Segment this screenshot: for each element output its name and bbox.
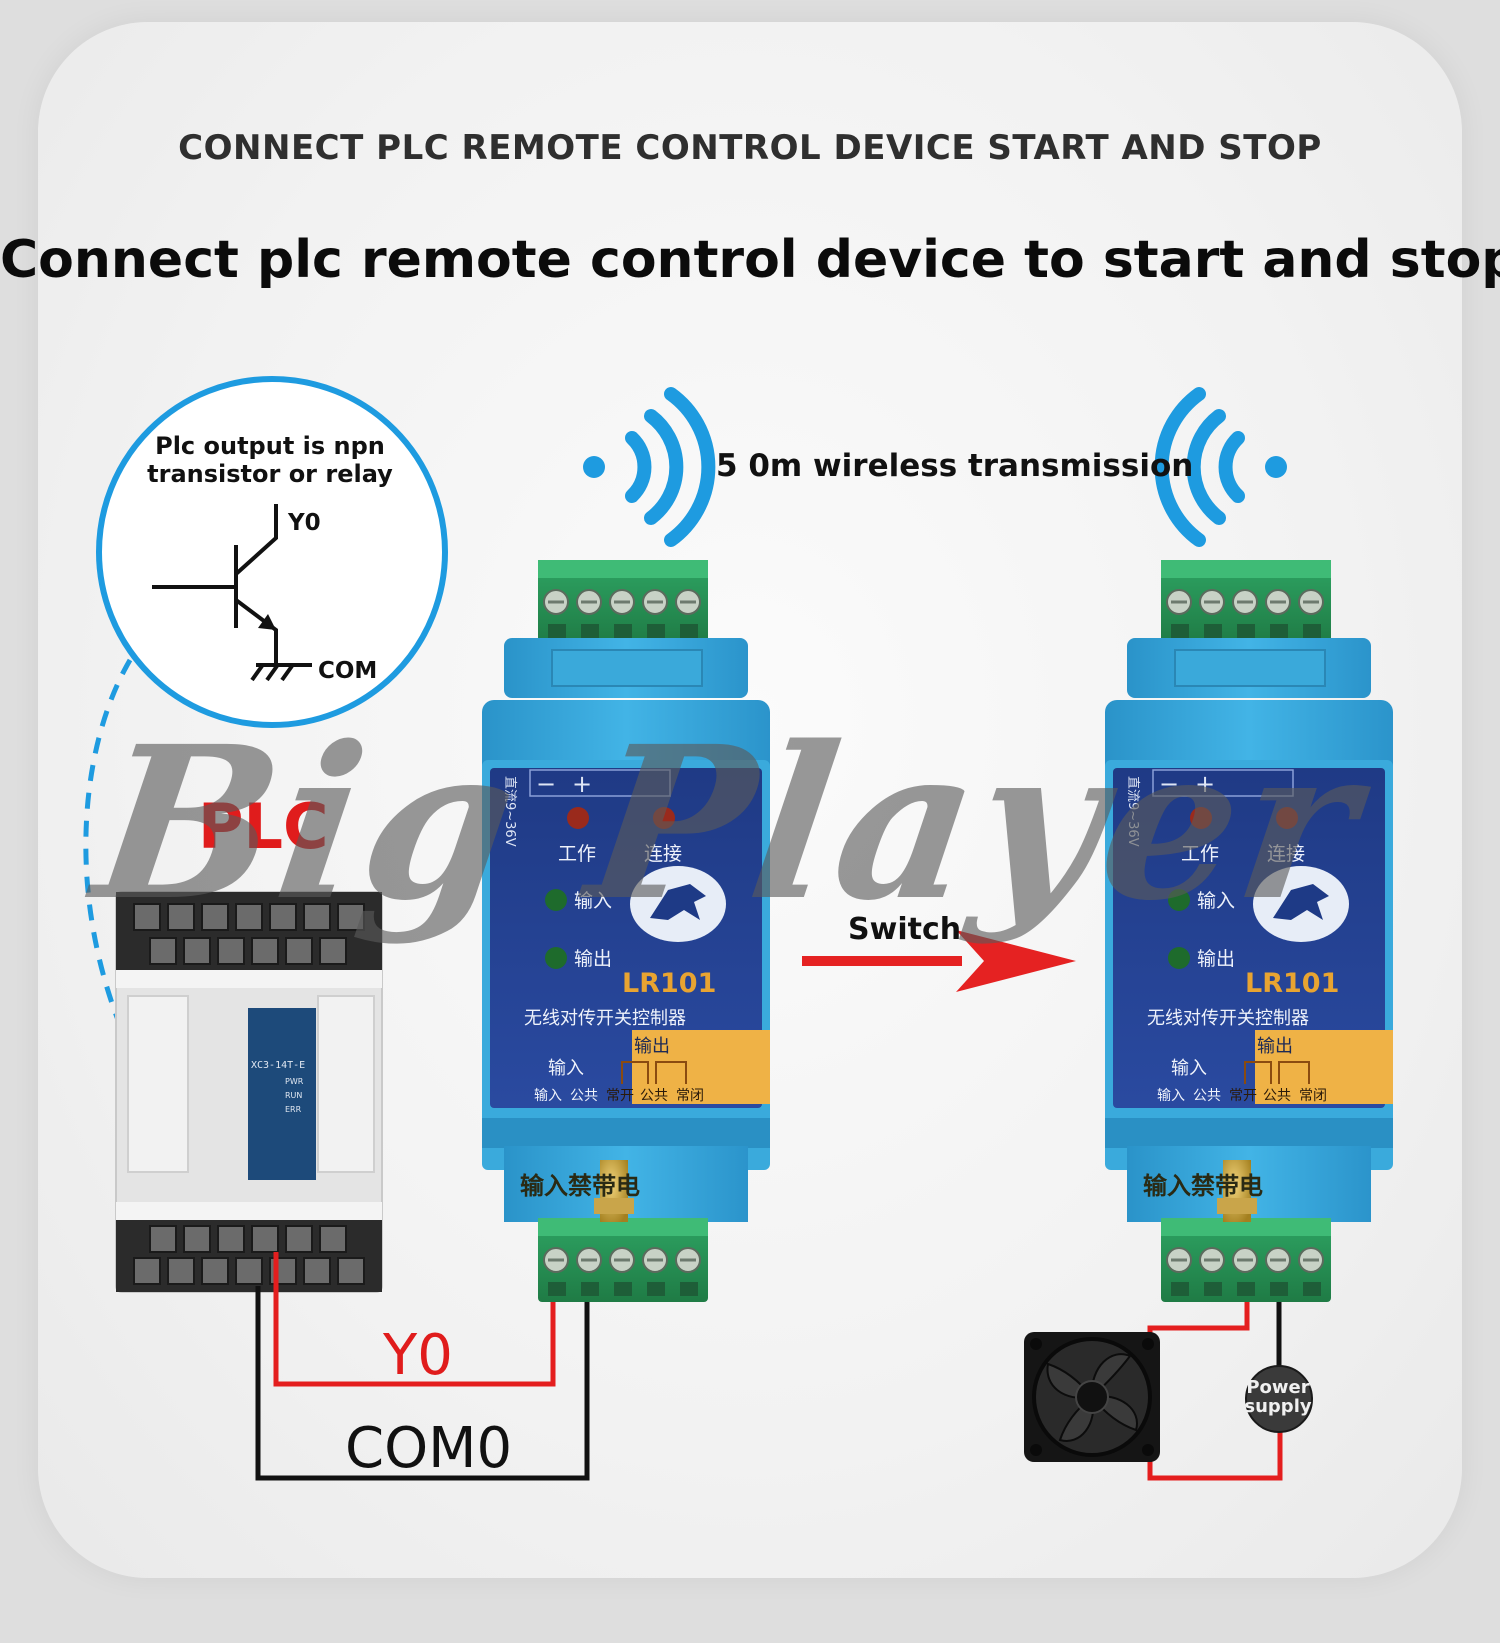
led-input-left [545,889,567,911]
fan-icon [1024,1332,1160,1462]
name-right: 无线对传开关控制器 [1147,1008,1309,1029]
label-link-left: 连接 [644,843,682,865]
section-output-right: 输出 [1257,1036,1293,1057]
module-right-minus: − [1159,770,1179,798]
plc-model-label: XC3-14T-E [251,1060,305,1071]
module-left-plus: + [572,770,592,798]
controller-module-left [482,558,770,1304]
label-output-right: 输出 [1197,948,1235,970]
wire-com0-black [255,1286,590,1481]
term-input-left: 输入 [534,1088,562,1104]
term-no-right: 常开 [1229,1088,1257,1104]
main-title: Connect plc remote control device to sta… [0,230,1500,290]
led-output-left [545,947,567,969]
plc-unit: XC3-14T-E PWR RUN ERR [115,891,383,1293]
power-supply-icon [1245,1365,1313,1433]
module-right-panel: − + 直流9~36V 工作 连接 输入 输出 LR101 无线对传开关控制器 … [1125,769,1349,1200]
term-common2-left: 公共 [640,1088,668,1104]
switch-label: Switch [848,912,962,947]
npn-com-label: COM [318,658,377,684]
module-right-plus: + [1195,770,1215,798]
plc-status-run: RUN [285,1091,302,1100]
module-left-power: 直流9~36V [502,776,517,847]
wifi-signal-left-icon [583,387,716,547]
label-output-left: 输出 [574,948,612,970]
label-link-right: 连接 [1267,843,1305,865]
y0-wire-label: Y0 [383,1323,453,1388]
wireless-label: 5 0m wireless transmission [716,448,1194,484]
plc-status-pwr: PWR [285,1077,304,1086]
section-output-left: 输出 [634,1036,670,1057]
switch-arrow-icon [802,930,1076,992]
npn-callout-circle [96,376,448,728]
module-left-minus: − [536,770,556,798]
term-no-left: 常开 [606,1088,634,1104]
term-input-right: 输入 [1157,1088,1185,1104]
plc-label: PLC [198,790,329,863]
warning-left: 输入禁带电 [520,1172,640,1200]
controller-module-right [1105,558,1393,1304]
npn-y0-label: Y0 [287,510,321,536]
label-input-right: 输入 [1197,890,1235,912]
wire-return-red [1147,1432,1283,1481]
caps-title: CONNECT PLC REMOTE CONTROL DEVICE START … [178,128,1322,168]
led-output-right [1168,947,1190,969]
led-work-left [567,807,589,829]
module-right-power: 直流9~36V [1125,776,1140,847]
warning-right: 输入禁带电 [1143,1172,1263,1200]
led-work-right [1190,807,1212,829]
npn-transistor-symbol [152,504,312,682]
term-common2-right: 公共 [1263,1088,1291,1104]
module-left-panel: − + 直流9~36V 工作 连接 输入 输出 LR101 无线对传开关控制器 … [502,769,726,1200]
npn-note: Plc output is npn transistor or relay [147,432,393,488]
section-input-left: 输入 [548,1058,584,1079]
led-input-right [1168,889,1190,911]
section-input-right: 输入 [1171,1058,1207,1079]
model-left: LR101 [622,968,716,999]
label-work-left: 工作 [558,843,596,865]
wifi-signal-right-icon [1154,387,1287,547]
led-link-left [653,807,675,829]
power-supply-label: Power supply [1244,1377,1312,1417]
term-nc-left: 常闭 [676,1088,704,1104]
term-nc-right: 常闭 [1299,1088,1327,1104]
com0-wire-label: COM0 [345,1416,513,1481]
watermark: Big Player [82,700,1375,947]
label-input-left: 输入 [574,890,612,912]
name-left: 无线对传开关控制器 [524,1008,686,1029]
wire-y0-red [273,1252,556,1387]
term-common1-right: 公共 [1193,1088,1221,1104]
led-link-right [1276,807,1298,829]
term-common1-left: 公共 [570,1088,598,1104]
model-right: LR101 [1245,968,1339,999]
plc-status-err: ERR [285,1105,302,1114]
label-work-right: 工作 [1181,843,1219,865]
wire-load-red [1147,1302,1250,1348]
